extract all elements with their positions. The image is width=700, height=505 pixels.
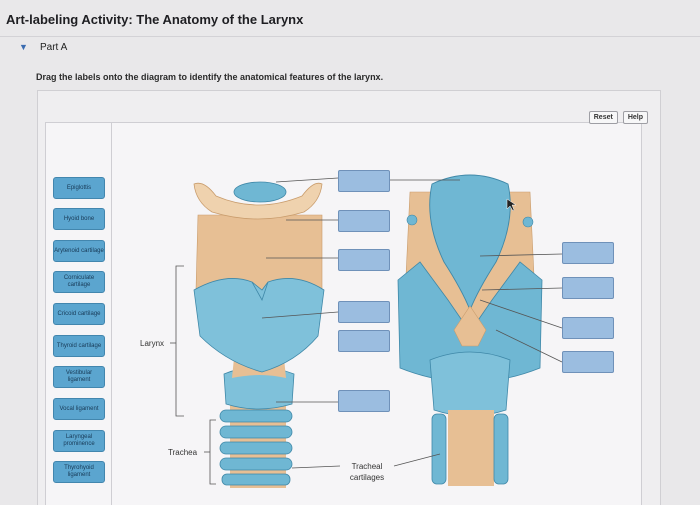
label-tile-hyoid-bone[interactable]: Hyoid bone [53,208,105,230]
trachea-posterior [448,410,494,486]
tracheal-cartilages-label: Tracheal cartilages [349,462,385,482]
help-button[interactable]: Help [622,111,648,124]
trachea-label: Trachea [168,448,198,457]
part-collapse-toggle-icon[interactable]: ▼ [19,42,28,52]
tracheal-rings-anterior [219,394,293,488]
leader-lines [261,177,563,403]
arytenoid-cartilages [453,305,487,347]
instructions-text: Drag the labels onto the diagram to iden… [36,72,384,82]
tracheal-rings-posterior [431,413,509,485]
epiglottis-posterior [429,174,511,312]
cricoid-cartilage-posterior [429,351,511,417]
drop-target-8[interactable] [562,277,614,299]
drop-target-7[interactable] [562,242,614,264]
drop-target-2[interactable] [338,210,390,232]
larynx-label: Larynx [140,339,165,348]
drop-target-3[interactable] [338,249,390,271]
thyrohyoid-membrane [195,214,323,291]
thyroid-cartilage-anterior [193,278,325,373]
drop-target-1[interactable] [338,170,390,192]
label-tile-thyrohyoid-ligament[interactable]: Thyrohyoid ligament [53,461,105,483]
label-tile-cricoid-cartilage[interactable]: Cricoid cartilage [53,303,105,325]
activity-toolbar: Reset Help [588,111,648,124]
drop-target-6[interactable] [338,390,390,412]
drop-target-9[interactable] [562,317,614,339]
label-tile-epiglottis[interactable]: Epiglottis [53,177,105,199]
tracheal-cartilages-leader-left [291,465,341,469]
label-tile-vocal-ligament[interactable]: Vocal ligament [53,398,105,420]
drop-target-10[interactable] [562,351,614,373]
trachea-bracket [209,419,216,485]
label-tile-corniculate-cartilage[interactable]: Corniculate cartilage [53,271,105,293]
label-tile-thyroid-cartilage[interactable]: Thyroid cartilage [53,335,105,357]
corniculate-node-left [406,214,418,226]
epiglottis-tip-anterior [233,181,287,203]
hyoid-bone-anterior [193,182,323,220]
reset-button[interactable]: Reset [588,111,618,124]
posterior-view [397,174,543,486]
mouse-pointer-icon [506,198,517,212]
tracheal-cartilages-leader-right [393,453,441,467]
header-divider [0,36,700,37]
corniculate-node-right [522,216,534,228]
drop-target-4[interactable] [338,301,390,323]
anterior-view [193,181,325,488]
label-tile-vestibular-ligament[interactable]: Vestibular ligament [53,366,105,388]
page-title: Art-labeling Activity: The Anatomy of th… [6,12,304,27]
larynx-bracket [175,265,184,417]
part-a-heading[interactable]: Part A [40,42,68,53]
drop-target-5[interactable] [338,330,390,352]
laryngeal-prominence-notch [251,281,269,301]
label-tile-arytenoid-cartilage[interactable]: Arytenoid cartilage [53,240,105,262]
label-bank [45,122,112,505]
label-tile-laryngeal-prominence[interactable]: Laryngeal prominence [53,430,105,452]
